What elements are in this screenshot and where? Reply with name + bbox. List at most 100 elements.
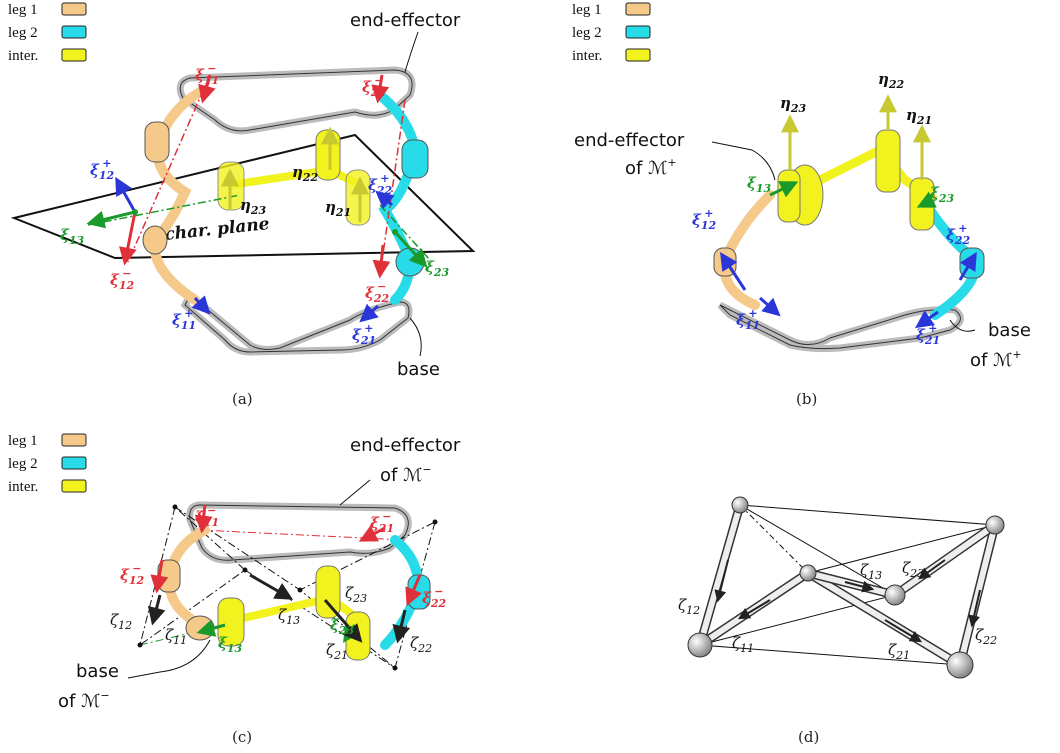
- legend-leg2-label: leg 2: [8, 456, 38, 472]
- base-leader: [949, 319, 976, 332]
- end-effector-of-label: of ℳ−: [380, 463, 432, 486]
- label-eta22: η22: [292, 163, 319, 184]
- zeta12-arrow: [714, 559, 729, 603]
- label-xi13: ξ13: [60, 226, 85, 247]
- panel-d: ζ12 ζ11 ζ13 ζ23 ζ21 ζ22 (d): [678, 496, 1005, 746]
- xi22-plus-arrow: [375, 190, 395, 210]
- label-zeta22: ζ22: [410, 634, 432, 655]
- base-leader: [127, 639, 211, 679]
- legend-leg2-swatch: [61, 25, 87, 39]
- end-effector-leader: [339, 479, 371, 506]
- node-ball: [946, 651, 974, 679]
- label-xi21-minus: ξ21−: [362, 74, 386, 99]
- base-of-label: of ℳ+: [970, 348, 1022, 371]
- base-outline: [184, 294, 410, 353]
- intermediate-joint: [315, 565, 341, 619]
- label-xi21-minus: ξ21−: [370, 510, 394, 535]
- node-ball: [731, 496, 749, 514]
- frame-edges: [807, 524, 996, 574]
- strut-zeta22-fill: [957, 522, 998, 668]
- axis-line-inter2: [379, 204, 431, 261]
- node-ball: [985, 515, 1005, 535]
- frame-point: [392, 665, 398, 671]
- frame-point: [137, 642, 143, 648]
- legend-leg2-swatch: [625, 25, 651, 39]
- label-zeta12: ζ12: [110, 611, 132, 632]
- legend-leg1-label: leg 1: [8, 2, 38, 18]
- xi13-arrow: [86, 210, 136, 229]
- xi13-arrow: [769, 181, 799, 198]
- legend-a: leg 1 leg 2 inter.: [8, 2, 87, 64]
- legend-inter-label: inter.: [8, 479, 38, 495]
- label-xi23: ξ23: [930, 184, 955, 205]
- frame-point: [242, 567, 248, 573]
- frame-edges: [739, 504, 809, 574]
- legend-leg1-swatch: [61, 433, 87, 447]
- label-xi11-minus: ξ11−: [195, 504, 219, 529]
- label-xi22-minus: ξ22−: [422, 585, 447, 610]
- intermediate-joint: [315, 129, 341, 181]
- label-zeta11: ζ11: [165, 626, 187, 647]
- plane-point: [392, 229, 398, 235]
- legend-inter-swatch: [625, 48, 651, 62]
- zeta22-arrow: [392, 609, 411, 644]
- caption-b: (b): [796, 390, 817, 408]
- intermediate-joint: [777, 169, 801, 223]
- label-zeta12: ζ12: [678, 596, 700, 617]
- xi11-minus-arrow: [194, 504, 213, 534]
- frame-edges: [699, 594, 896, 646]
- legend-leg2-label: leg 2: [572, 25, 602, 41]
- xi21-minus-arrow: [358, 525, 386, 542]
- end-effector-leader: [711, 141, 776, 181]
- base-label: base: [397, 359, 440, 380]
- base-outline: [719, 304, 961, 350]
- label-eta21: η21: [906, 106, 932, 127]
- legend-leg1-swatch: [625, 2, 651, 16]
- label-eta23: η23: [780, 94, 807, 115]
- legend-inter-swatch: [61, 48, 87, 62]
- label-xi23: ξ23: [330, 616, 355, 637]
- zeta11-arrow: [737, 599, 771, 620]
- strut-zeta21-fill: [805, 570, 963, 668]
- label-xi12-plus: ξ12+: [692, 207, 717, 232]
- caption-d: (d): [798, 728, 819, 746]
- caption-c: (c): [232, 728, 252, 746]
- xi21-minus-arrow: [371, 74, 390, 104]
- label-zeta13: ζ13: [278, 606, 300, 627]
- end-effector-outline: [189, 504, 409, 561]
- end-effector-label: end-effector: [574, 130, 685, 151]
- label-xi12-minus: ξ12−: [120, 562, 145, 587]
- label-xi22-plus: ξ22+: [946, 222, 971, 247]
- xi23-arrow: [393, 230, 428, 268]
- strut-zeta12-fill: [697, 502, 743, 648]
- node-ball: [799, 564, 817, 582]
- xi11-plus-arrow: [191, 295, 211, 315]
- xi12-minus-arrow: [150, 559, 169, 594]
- label-eta22: η22: [878, 70, 905, 91]
- label-xi12-plus: ξ12+: [90, 157, 115, 182]
- xi12-minus-arrow: [118, 211, 137, 266]
- label-zeta21: ζ21: [326, 641, 348, 662]
- end-effector-label: end-effector: [350, 10, 461, 31]
- zeta12-arrow: [147, 594, 166, 626]
- label-xi11-plus: ξ11+: [736, 307, 760, 332]
- label-zeta21: ζ21: [888, 641, 910, 662]
- label-xi22-plus: ξ22+: [368, 172, 393, 197]
- panel-a: char. plane: [10, 10, 476, 408]
- legend-inter-swatch: [61, 479, 87, 493]
- legend-leg2-swatch: [61, 456, 87, 470]
- panel-b: η23 η22 η21 ξ13 ξ23 ξ12+ ξ22+ ξ11+ ξ21+ …: [574, 70, 1031, 408]
- label-zeta13: ζ13: [860, 561, 882, 582]
- label-xi21-plus: ξ21+: [916, 322, 940, 347]
- label-eta21: η21: [325, 198, 351, 219]
- leg1-chain: [149, 87, 205, 305]
- zeta21-arrow: [884, 619, 923, 643]
- intermediate-joint: [217, 597, 245, 647]
- xi21-plus-arrow: [359, 303, 379, 323]
- zeta13-arrow: [249, 573, 294, 600]
- legend-leg1-label: leg 1: [572, 2, 602, 18]
- xi11-minus-arrow: [198, 74, 216, 104]
- zeta22-arrow: [968, 589, 981, 628]
- label-zeta23: ζ23: [902, 559, 924, 580]
- panel-c: ξ11− ξ21− ξ12− ξ22− ξ13 ξ23 ζ12 ζ11 ζ13 …: [58, 435, 461, 746]
